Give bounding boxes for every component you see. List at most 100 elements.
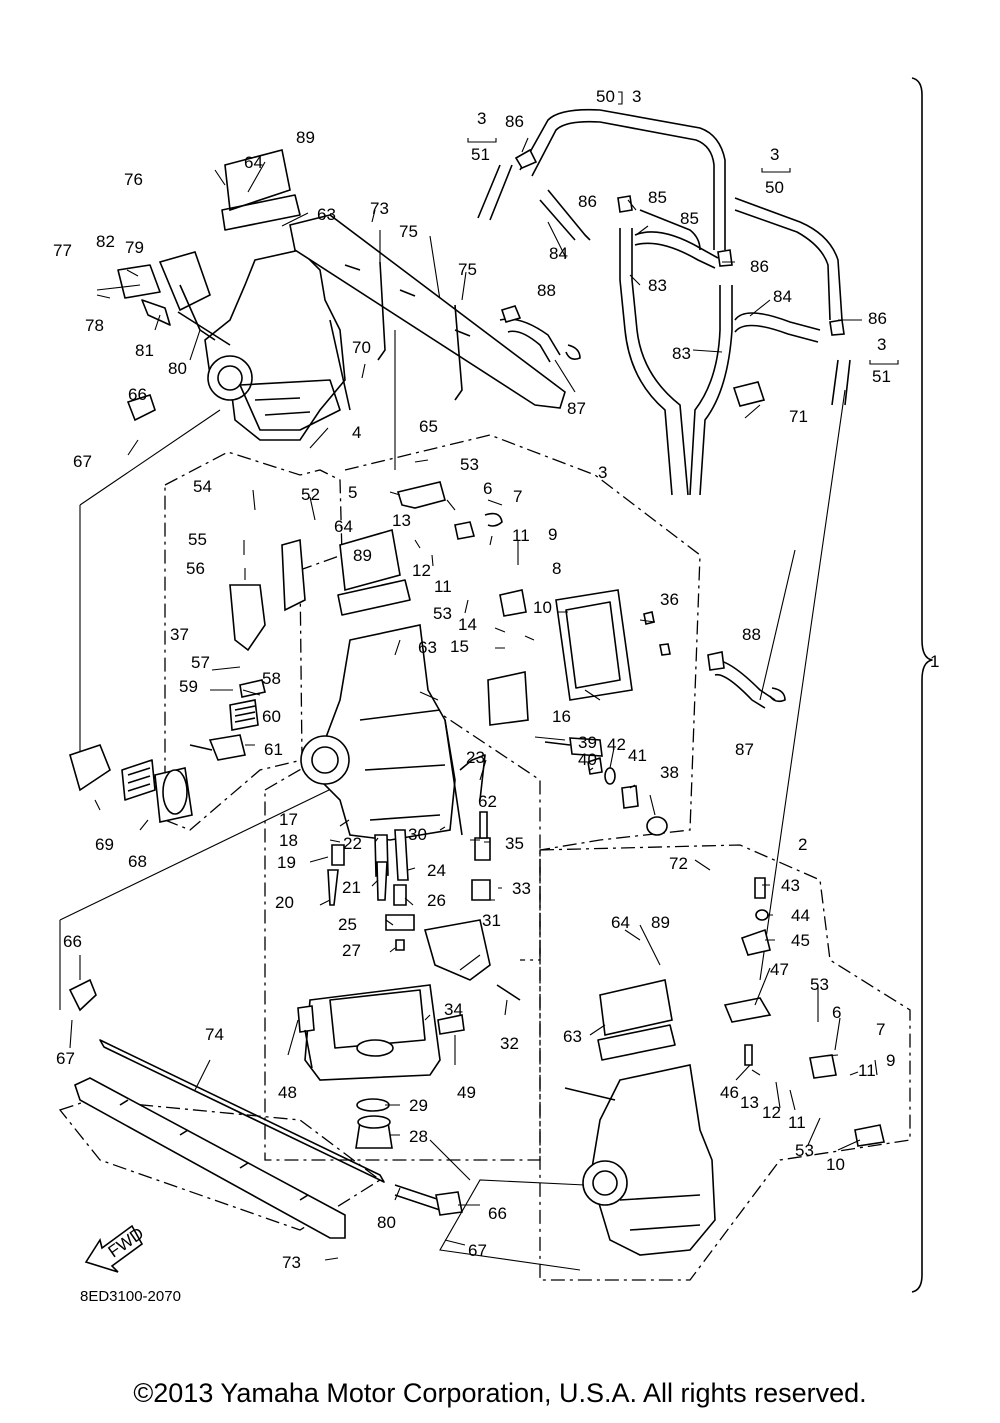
callout-71: 71 <box>789 407 808 426</box>
callout-63b: 63 <box>418 638 437 657</box>
float-chamber <box>297 737 668 1149</box>
callout-80: 80 <box>168 359 187 378</box>
callout-2: 2 <box>798 835 807 854</box>
callout-64: 64 <box>244 153 263 172</box>
callout-46: 46 <box>720 1083 739 1102</box>
callout-84b: 84 <box>773 287 792 306</box>
callout-36: 36 <box>660 590 679 609</box>
callout-89: 89 <box>296 128 315 147</box>
callout-14: 14 <box>458 615 477 634</box>
callout-73b: 73 <box>282 1253 301 1272</box>
callout-6b: 6 <box>832 1003 841 1022</box>
callout-50: 50 <box>596 87 615 106</box>
callout-30: 30 <box>408 825 427 844</box>
callout-11b: 11 <box>434 577 452 596</box>
carburetor-body-middle <box>189 528 463 841</box>
callout-88: 88 <box>537 281 556 300</box>
callout-45: 45 <box>791 931 810 950</box>
callout-21: 21 <box>342 878 361 897</box>
callout-85: 85 <box>648 188 667 207</box>
callout-9b: 9 <box>886 1051 895 1070</box>
callout-66c: 66 <box>488 1204 507 1223</box>
callout-49: 49 <box>457 1083 476 1102</box>
callout-86d: 86 <box>868 309 887 328</box>
callout-10: 10 <box>533 598 552 617</box>
callout-group-3-right: 3 <box>770 145 779 164</box>
forward-direction-arrow: FWD <box>84 1224 147 1273</box>
callout-74: 74 <box>205 1025 224 1044</box>
callout-25: 25 <box>338 915 357 934</box>
callout-43: 43 <box>781 876 800 895</box>
callout-86c: 86 <box>750 257 769 276</box>
callout-77: 77 <box>53 241 72 260</box>
callout-23: 23 <box>466 748 485 767</box>
callout-67: 67 <box>73 452 92 471</box>
callout-64b: 64 <box>334 517 353 536</box>
callout-5: 5 <box>348 483 357 502</box>
callout-27: 27 <box>342 941 361 960</box>
callout-35: 35 <box>505 834 524 853</box>
callout-12: 12 <box>412 561 431 580</box>
callout-17: 17 <box>279 810 298 829</box>
callout-69: 69 <box>95 835 114 854</box>
callout-79: 79 <box>125 238 144 257</box>
callout-86: 86 <box>505 112 524 131</box>
callout-33: 33 <box>512 879 531 898</box>
callout-12b: 12 <box>762 1103 781 1122</box>
callout-83: 83 <box>648 276 667 295</box>
callout-65: 65 <box>419 417 438 436</box>
callout-75b: 75 <box>458 260 477 279</box>
callout-18: 18 <box>279 831 298 850</box>
vent-hoses <box>477 108 851 709</box>
callout-group-3-top2: 3 <box>632 87 641 106</box>
callout-72: 72 <box>669 854 688 873</box>
callout-41: 41 <box>628 746 647 765</box>
callout-68: 68 <box>128 852 147 871</box>
callout-87b: 87 <box>735 740 754 759</box>
callout-47: 47 <box>770 960 789 979</box>
callout-70: 70 <box>352 338 371 357</box>
callout-11c: 11 <box>788 1113 806 1132</box>
callout-78: 78 <box>85 316 104 335</box>
part-callouts: 1 2 3 4 5 6 7 8 9 10 11 11 12 13 14 15 1… <box>53 87 939 1272</box>
callout-42: 42 <box>607 735 626 754</box>
carburetor-body-top <box>117 149 351 441</box>
callout-7: 7 <box>513 487 522 506</box>
callout-62: 62 <box>478 792 497 811</box>
callout-82: 82 <box>96 232 115 251</box>
callout-28: 28 <box>409 1127 428 1146</box>
throttle-linkage-parts <box>396 481 671 726</box>
callout-13b: 13 <box>740 1093 759 1112</box>
group-marker-brackets <box>467 91 899 365</box>
callout-22: 22 <box>343 834 362 853</box>
callout-58: 58 <box>262 669 281 688</box>
callout-51: 51 <box>471 145 490 164</box>
callout-60: 60 <box>262 707 281 726</box>
callout-85b: 85 <box>680 209 699 228</box>
callout-24: 24 <box>427 861 446 880</box>
callout-34: 34 <box>444 1000 463 1019</box>
carburetor-body-bottom <box>564 877 885 1256</box>
callout-39: 39 <box>578 733 597 752</box>
callout-51b: 51 <box>872 367 891 386</box>
assembly-brace <box>911 77 933 1293</box>
callout-80b: 80 <box>377 1213 396 1232</box>
drawing-code: 8ED3100-2070 <box>80 1288 181 1305</box>
callout-84: 84 <box>549 244 568 263</box>
callout-8: 8 <box>552 559 561 578</box>
callout-53c: 53 <box>810 975 829 994</box>
callout-73: 73 <box>370 199 389 218</box>
callout-10b: 10 <box>826 1155 845 1174</box>
callout-3: 3 <box>598 463 607 482</box>
callout-61: 61 <box>264 740 283 759</box>
callout-88b: 88 <box>742 625 761 644</box>
callout-76: 76 <box>124 170 143 189</box>
callout-32: 32 <box>500 1034 519 1053</box>
callout-20: 20 <box>275 893 294 912</box>
callout-89c: 89 <box>651 913 670 932</box>
callout-19: 19 <box>277 853 296 872</box>
callout-11: 11 <box>512 526 530 545</box>
callout-9: 9 <box>548 525 557 544</box>
callout-group-3-bottom: 3 <box>877 335 886 354</box>
callout-75: 75 <box>399 222 418 241</box>
